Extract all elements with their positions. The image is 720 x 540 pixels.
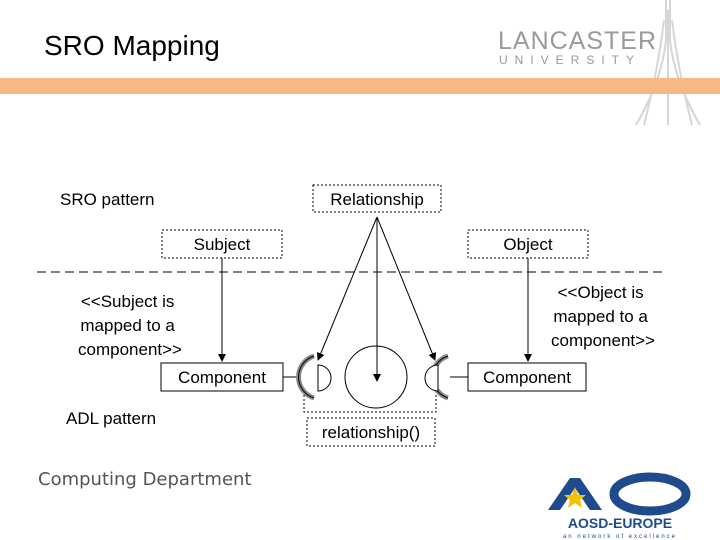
component-right-label: Component <box>483 368 571 387</box>
department-footer: Computing Department <box>38 469 252 490</box>
aosd-star-icon <box>564 487 586 508</box>
object-note-line-3: component>> <box>551 331 655 350</box>
relationship-to-right-port-arrow <box>376 216 437 361</box>
relationship-function-box <box>306 417 436 447</box>
relationship-label: Relationship <box>330 190 424 209</box>
component-left-label: Component <box>178 368 266 387</box>
object-note-line-2: mapped to a <box>553 307 648 326</box>
relationship-to-left-port-arrow <box>316 216 378 361</box>
left-port-icon <box>317 364 332 392</box>
aosd-europe-logo: AOSD-EUROPE an network of excellence <box>548 472 691 540</box>
object-mapping-note: <<Object is mapped to a component>> <box>551 283 655 350</box>
spire-logo-icon <box>635 0 701 126</box>
aosd-a-shape-icon <box>548 478 602 510</box>
relationship-function-bracket <box>303 395 437 413</box>
object-label: Object <box>503 235 552 254</box>
subject-box <box>161 229 283 259</box>
subject-note-line-1: <<Subject is <box>81 292 175 311</box>
page-title: SRO Mapping <box>44 30 220 61</box>
left-socket-icon <box>296 353 315 401</box>
relationship-function-label: relationship() <box>322 423 420 442</box>
adl-pattern-label: ADL pattern <box>66 409 156 428</box>
sro-pattern-label: SRO pattern <box>60 190 155 209</box>
subject-label: Subject <box>194 235 251 254</box>
aosd-o-shape-icon <box>609 472 691 516</box>
subject-note-line-3: component>> <box>78 340 182 359</box>
subject-note-line-2: mapped to a <box>80 316 175 335</box>
component-right-box <box>467 362 587 392</box>
left-socket-outline-icon <box>298 355 315 399</box>
object-note-line-1: <<Object is <box>558 283 644 302</box>
component-left-box <box>160 362 284 392</box>
object-box <box>467 229 589 259</box>
university-logo-name: LANCASTER <box>498 27 658 55</box>
aosd-brand-text: AOSD-EUROPE <box>568 515 672 531</box>
right-port-icon <box>424 364 439 392</box>
aosd-tagline-text: an network of excellence <box>563 534 677 540</box>
relationship-box <box>312 184 442 213</box>
subject-mapping-note: <<Subject is mapped to a component>> <box>78 292 182 359</box>
relationship-component-circle <box>344 345 408 409</box>
university-logo-subtitle: UNIVERSITY <box>499 53 642 67</box>
header-accent-bar <box>0 78 720 94</box>
